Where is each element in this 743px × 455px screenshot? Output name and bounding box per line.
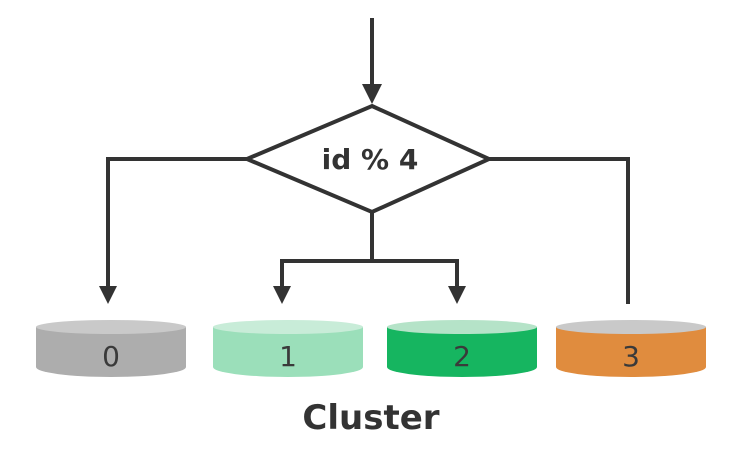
input-arrow	[362, 18, 382, 104]
shard-2-label: 2	[453, 340, 471, 373]
shard-1-label: 1	[279, 340, 297, 373]
shard-1: 1	[213, 320, 363, 377]
shard-0-body	[36, 327, 186, 377]
shard-3: 3	[556, 320, 706, 377]
decision-label: id % 4	[322, 143, 419, 176]
shard-3-body	[556, 327, 706, 377]
shard-0-label: 0	[102, 340, 120, 373]
shard-3-top	[556, 320, 706, 334]
shard-2: 2	[387, 320, 537, 377]
shard-0-top	[36, 320, 186, 334]
edge-to-shard-0	[99, 157, 247, 304]
edge-to-shard-3	[489, 157, 630, 304]
cluster-label: Cluster	[302, 398, 439, 438]
shard-3-label: 3	[622, 340, 640, 373]
decision-node: id % 4	[241, 103, 494, 215]
shard-1-body	[213, 327, 363, 377]
shard-2-body	[387, 327, 537, 377]
edge-to-shards-1-2	[273, 212, 466, 304]
shard-0: 0	[36, 320, 186, 377]
shard-2-top	[387, 320, 537, 334]
shard-1-top	[213, 320, 363, 334]
